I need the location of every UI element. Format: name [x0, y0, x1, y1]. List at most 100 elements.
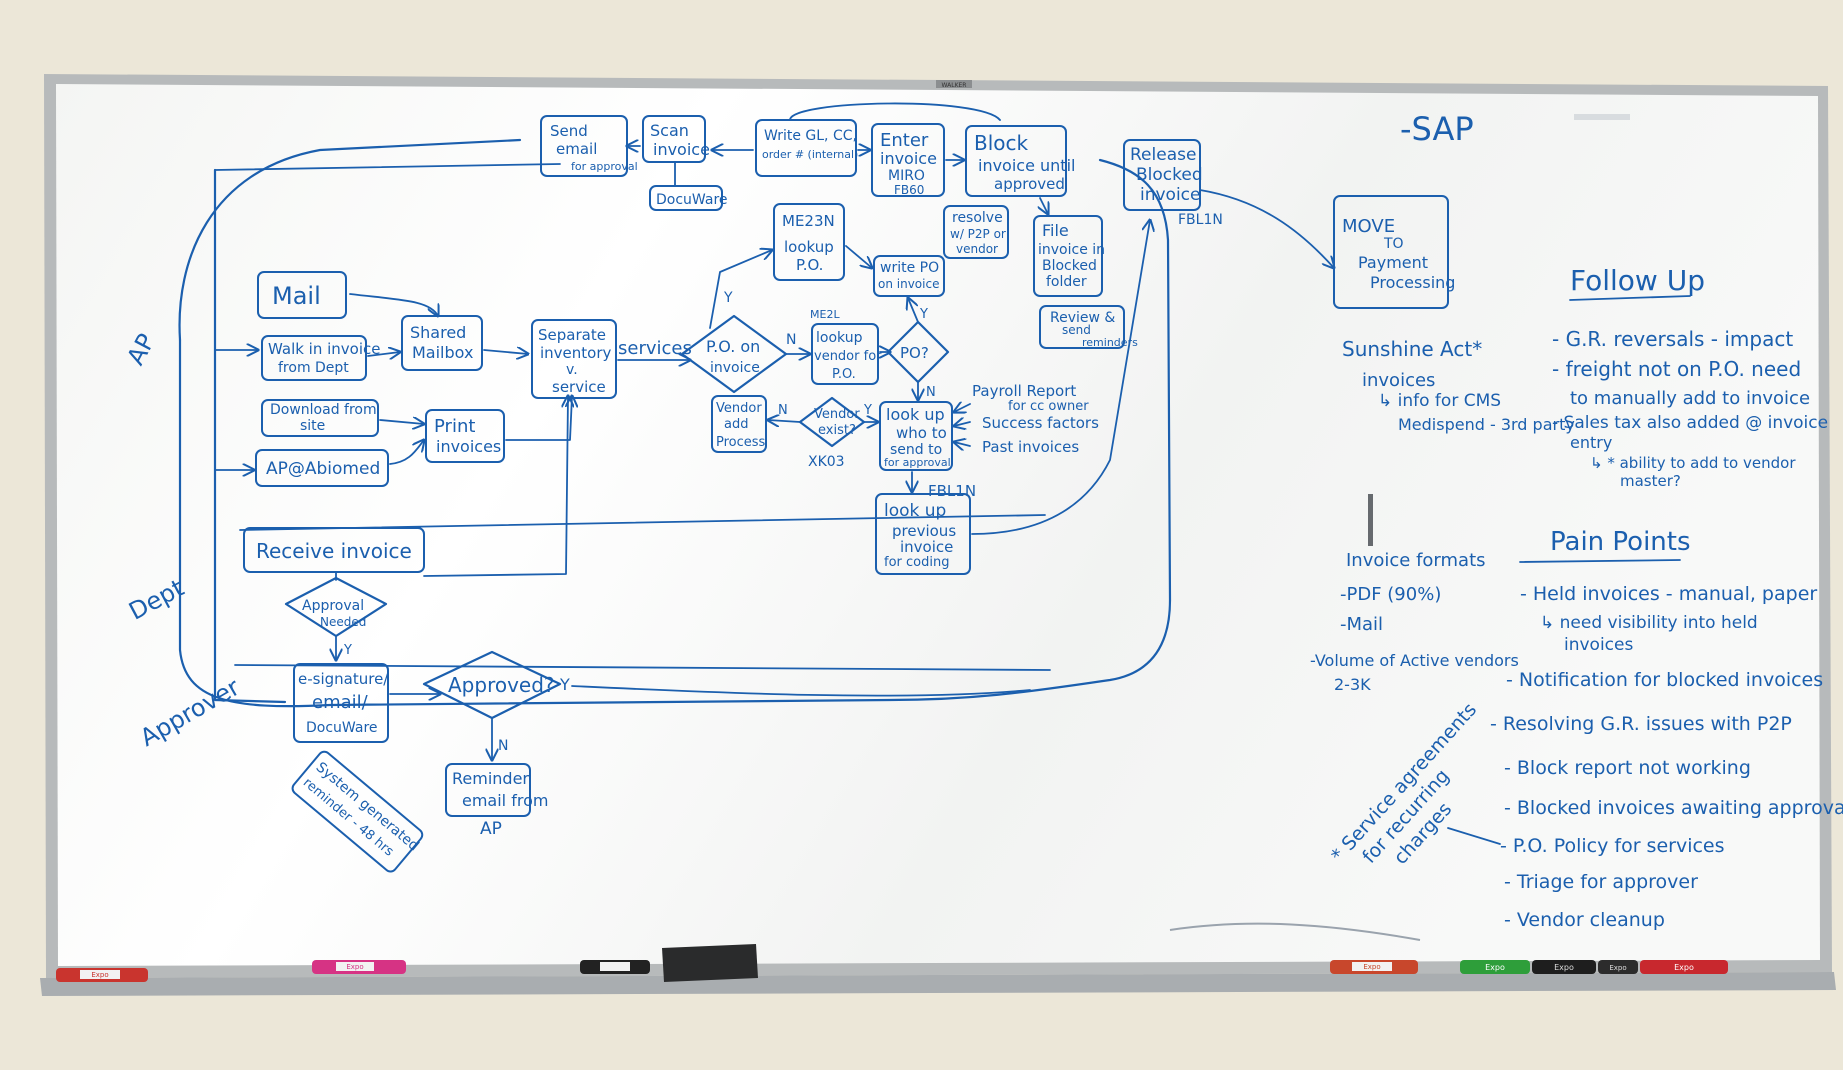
- send-email-text: for approval: [571, 160, 638, 173]
- marker-pink[interactable]: Expo: [312, 960, 406, 974]
- lookup-previous-text: previous: [892, 522, 956, 540]
- shared-mailbox-text: Shared: [410, 323, 466, 342]
- pain-points-title: Pain Points: [1550, 527, 1691, 557]
- lookup-who-text: for approval: [884, 456, 951, 469]
- system-label: -SAP: [1400, 110, 1474, 148]
- yes-label: Y: [863, 403, 872, 418]
- resolve-box: [943, 205, 1009, 259]
- walk-in-text: Walk in invoice: [268, 340, 381, 358]
- download-box: [261, 399, 379, 437]
- approval-needed-text: Needed: [320, 615, 366, 629]
- volume-text: 2-3K: [1334, 675, 1371, 694]
- review-text: reminders: [1082, 336, 1138, 349]
- yes-label: Y: [343, 643, 352, 658]
- pain-point-item: - Resolving G.R. issues with P2P: [1490, 713, 1792, 735]
- marker-red-2[interactable]: Expo: [1640, 960, 1728, 974]
- vendor-add-box: [711, 395, 767, 453]
- receive-invoice-text: Receive invoice: [256, 539, 412, 563]
- approval-needed-text: Approval: [302, 598, 364, 614]
- enter-invoice-text: invoice: [880, 149, 937, 168]
- lookup-po-box: [773, 203, 845, 281]
- separate-text: service: [552, 378, 606, 396]
- esignature-text: email/: [312, 692, 369, 713]
- release-blocked-text: Release: [1130, 145, 1196, 165]
- reminder-text: email from: [462, 791, 548, 810]
- fbl1n-text: FBL1N: [928, 482, 976, 500]
- move-payment-text: TO: [1383, 236, 1404, 252]
- download-text: Download from: [270, 402, 377, 418]
- ap-abiomed-text: AP@Abiomed: [266, 459, 380, 479]
- release-blocked-box: [1123, 139, 1201, 211]
- sunshine-text: Medispend - 3rd party: [1398, 415, 1575, 434]
- resolve-text: vendor: [956, 242, 998, 256]
- block-invoice-text: invoice until: [978, 156, 1075, 175]
- marker-black-2[interactable]: Expo: [1532, 960, 1596, 974]
- marker-label: Expo: [1674, 963, 1694, 972]
- follow-up-item: - Sales tax also added @ invoice: [1552, 413, 1828, 433]
- eraser[interactable]: [662, 944, 758, 982]
- file-invoice-text: folder: [1046, 274, 1087, 290]
- pain-point-item: - P.O. Policy for services: [1500, 835, 1725, 857]
- vendor-exists-diamond: [798, 396, 866, 448]
- services-label: services: [618, 338, 692, 359]
- follow-up-item: - G.R. reversals - impact: [1552, 327, 1793, 351]
- marker-label: Expo: [1609, 964, 1626, 972]
- reminder-text: Reminder: [452, 769, 529, 788]
- lookup-who-text: send to: [890, 442, 942, 458]
- yes-label: Y: [919, 307, 928, 322]
- sunshine-text: ↳ info for CMS: [1378, 391, 1501, 411]
- mail-box: [257, 271, 347, 319]
- lookup-vendor-text: lookup: [816, 330, 863, 346]
- success-text: Success factors: [982, 414, 1099, 432]
- sunshine-text: Sunshine Act*: [1342, 337, 1482, 361]
- block-invoice-text: approved: [994, 175, 1065, 193]
- lookup-vendor-text: P.O.: [832, 367, 856, 382]
- no-label: N: [926, 385, 936, 400]
- move-payment-text: Processing: [1370, 273, 1455, 292]
- no-label: N: [778, 403, 788, 418]
- marker-label: Expo: [91, 971, 108, 979]
- lookup-previous-box: [875, 493, 971, 575]
- marker-green[interactable]: Expo: [1460, 960, 1530, 974]
- download-text: site: [300, 418, 325, 434]
- format-item: -Mail: [1340, 614, 1383, 635]
- pain-point-item: - Vendor cleanup: [1504, 909, 1665, 931]
- formats-title: Invoice formats: [1346, 550, 1486, 571]
- lookup-po-text: lookup: [784, 238, 834, 256]
- flowchart: Send email for approval Scan invoice Doc…: [178, 102, 1455, 873]
- receive-invoice-box: [243, 527, 425, 573]
- block-invoice-box: [965, 125, 1067, 197]
- write-po-text: on invoice: [878, 277, 939, 291]
- marker-red-1[interactable]: Expo: [56, 968, 148, 982]
- write-gl-text: order # (internal): [762, 148, 858, 161]
- scan-invoice-text: invoice: [653, 140, 710, 159]
- move-payment-text: Payment: [1358, 253, 1428, 272]
- marker-black-1[interactable]: [580, 960, 650, 974]
- marker-orange[interactable]: Expo: [1330, 960, 1418, 974]
- follow-up-title: Follow Up: [1570, 264, 1705, 297]
- lookup-po-text: P.O.: [796, 256, 823, 274]
- po-question-text: PO?: [900, 344, 929, 362]
- follow-up-section: Follow Up - G.R. reversals - impact - fr…: [1552, 264, 1828, 490]
- sunshine-text: invoices: [1362, 370, 1435, 391]
- lookup-previous-text: invoice: [900, 538, 953, 556]
- file-invoice-text: Blocked: [1042, 258, 1097, 274]
- board-surface: [56, 84, 1820, 966]
- enter-invoice-text: MIRO: [888, 168, 925, 184]
- review-box: [1039, 305, 1125, 349]
- print-text: invoices: [436, 437, 501, 456]
- enter-invoice-box: [871, 123, 945, 197]
- marker-mark: [1368, 494, 1373, 546]
- lookup-previous-text: look up: [884, 501, 946, 521]
- enter-invoice-text: Enter: [880, 130, 929, 151]
- approved-text: Approved?: [448, 673, 555, 697]
- write-gl-text: Write GL, CC,: [764, 128, 857, 144]
- volume-text: -Volume of Active vendors: [1310, 651, 1519, 670]
- lookup-vendor-text: ME2L: [810, 308, 840, 321]
- vendor-add-text: add: [724, 417, 748, 432]
- lookup-vendor-box: [811, 323, 879, 385]
- xk03-text: XK03: [808, 454, 845, 470]
- marker-dark[interactable]: Expo: [1598, 960, 1638, 974]
- po-on-invoice-diamond: [680, 314, 788, 394]
- release-fbl1n-text: FBL1N: [1178, 212, 1223, 228]
